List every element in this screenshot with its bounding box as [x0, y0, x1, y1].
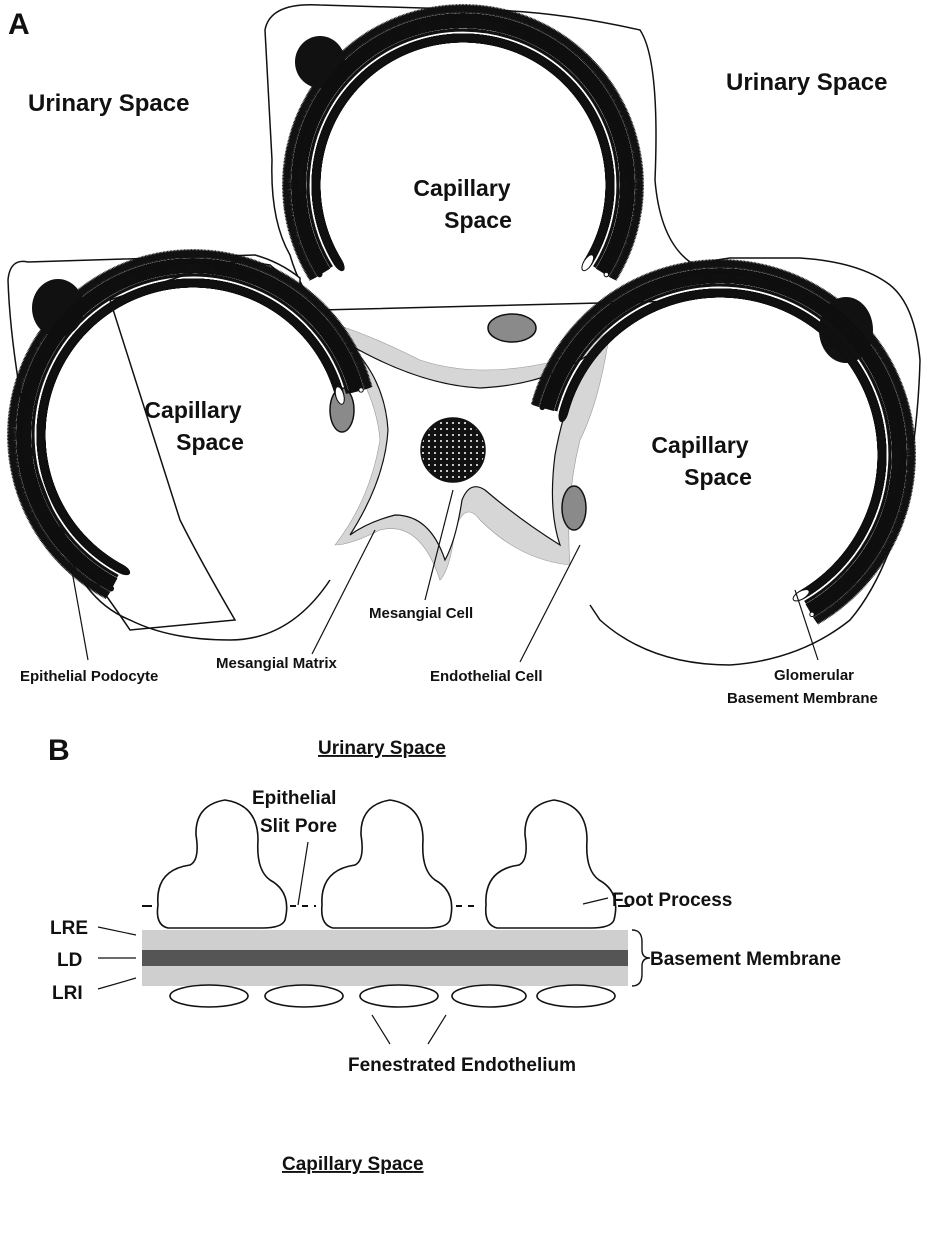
panel-a: A Urinary Space Urinary Space Capillary … — [8, 5, 920, 707]
endothelial-nucleus-top — [488, 314, 536, 342]
endothelial-nucleus-right — [562, 486, 586, 530]
mesangial-cell-nucleus — [421, 418, 485, 482]
